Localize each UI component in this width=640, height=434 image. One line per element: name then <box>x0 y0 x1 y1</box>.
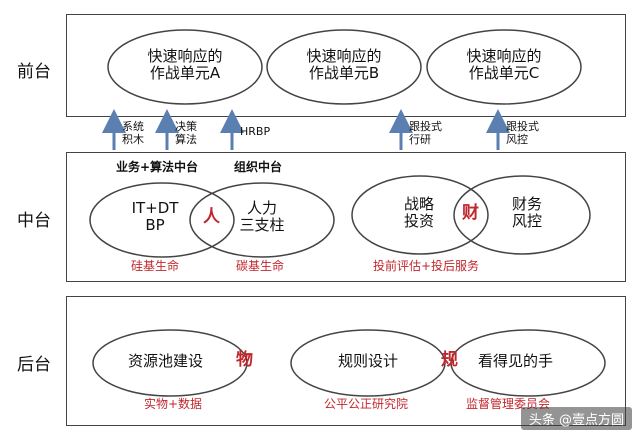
arrow-label-4: 跟投式行研 <box>409 120 442 147</box>
silicon-life-caption: 硅基生命 <box>131 259 180 273</box>
rule-tag: 规 <box>441 350 458 370</box>
layer-label-front: 前台 <box>17 62 51 82</box>
venn-finance-ellipse <box>453 175 591 255</box>
front-unit-c: 快速响应的作战单元C <box>466 47 542 83</box>
visible-hand-text: 看得见的手 <box>478 352 554 370</box>
physical-data-caption: 实物+数据 <box>144 397 203 411</box>
layer-label-back: 后台 <box>17 355 51 375</box>
front-unit-a: 快速响应的作战单元A <box>147 47 223 83</box>
finance-risk-text: 财务风控 <box>511 195 542 231</box>
arrow-label-5: 跟投式风控 <box>506 120 539 147</box>
carbon-life-caption: 碳基生命 <box>236 259 285 273</box>
finance-tag: 财 <box>462 203 479 223</box>
organization-platform-label: 组织中台 <box>234 160 283 174</box>
pre-post-investment-caption: 投前评估+投后服务 <box>373 259 480 273</box>
watermark: 头条 @壹点方圆 <box>520 407 632 430</box>
front-unit-c-ellipse <box>426 29 582 105</box>
venn-hr-ellipse <box>189 182 335 258</box>
visible-hand-ellipse <box>450 329 606 397</box>
layer-label-middle: 中台 <box>17 211 51 231</box>
rule-design-text: 规则设计 <box>338 352 399 370</box>
venn-strategy-ellipse <box>351 175 489 255</box>
front-unit-a-ellipse <box>107 29 263 105</box>
arrow-label-1: 系统积木 <box>122 120 144 147</box>
resource-pool-text: 资源池建设 <box>128 352 204 370</box>
front-unit-b-ellipse <box>266 29 422 105</box>
venn-it-dt-ellipse <box>89 182 235 258</box>
front-unit-b: 快速响应的作战单元B <box>306 47 382 83</box>
back-panel <box>66 296 626 426</box>
hr-three-pillars-text: 人力三支柱 <box>239 199 285 235</box>
rule-design-ellipse <box>290 329 446 397</box>
material-tag: 物 <box>236 350 253 370</box>
middle-panel <box>66 152 626 282</box>
people-tag: 人 <box>203 207 220 227</box>
arrow-label-2: 决策算法 <box>175 120 197 147</box>
strategy-investment-text: 战略投资 <box>403 195 434 231</box>
resource-pool-ellipse <box>92 329 248 397</box>
fairness-institute-caption: 公平公正研究院 <box>324 397 409 411</box>
front-panel <box>66 14 626 117</box>
arrow-label-3: HRBP <box>240 125 271 138</box>
business-algorithm-platform-label: 业务+算法中台 <box>116 160 199 174</box>
